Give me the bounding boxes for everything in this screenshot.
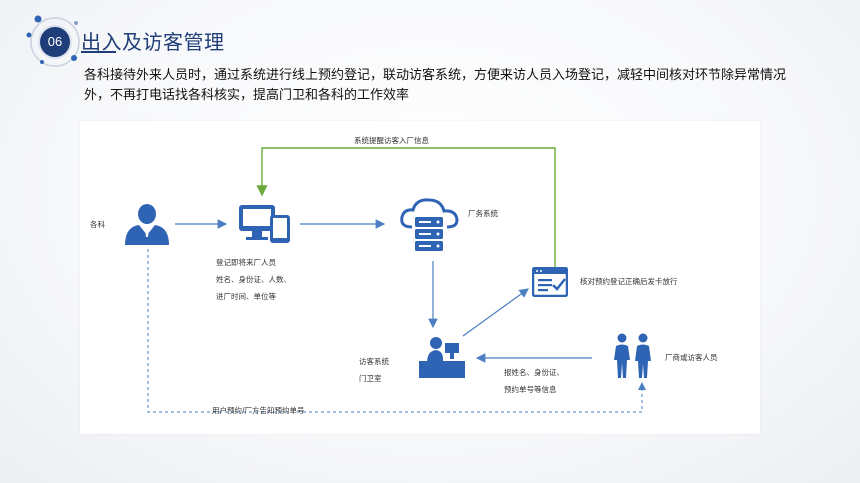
visitors-icon [614,333,651,378]
report-line: 预约单号等信息 [504,385,557,394]
verify-label: 核对预约登记正确后发卡放行 [580,277,678,286]
notify-arrow [147,249,646,413]
page-title: 出入及访客管理 [81,30,225,54]
devices-icon [239,205,290,243]
register-line: 登记即将来厂人员 [216,258,276,267]
notify-label: 用户预约/厂方告知预约单号 [212,406,305,415]
cloud-server-icon [400,198,459,251]
flow-diagram: 各科 登记即将来厂人员 姓名、身份证、人数、 进厂时间、单位等 厂务系统 系统提… [80,121,760,434]
gate-to-verify-arrow [462,288,529,337]
section-number-badge: 06 [40,27,70,57]
department-person-icon [125,204,169,245]
register-line: 姓名、身份证、人数、 [216,275,291,284]
visitor-system-text: 访客系统 门卫室 [359,353,389,387]
section-badge-decoration [0,0,120,70]
push-label: 系统提醒访客入厂信息 [354,136,429,145]
visitor-label: 厂商或访客人员 [665,353,718,362]
factory-system-label: 厂务系统 [468,209,498,218]
page-description: 各科接待外来人员时，通过系统进行线上预约登记，联动访客系统，方便来访人员入场登记… [84,68,787,103]
department-label: 各科 [90,220,105,229]
verify-checklist-icon [532,267,568,297]
flow-connectors [147,147,646,413]
push-arrow [256,147,556,269]
visitor-system-line: 访客系统 [359,357,389,366]
register-line: 进厂时间、单位等 [216,292,276,301]
report-line: 报姓名、身份证、 [504,368,564,377]
report-info-text: 报姓名、身份证、 预约单号等信息 [504,364,564,398]
visitor-system-line: 门卫室 [359,374,382,383]
register-info-text: 登记即将来厂人员 姓名、身份证、人数、 进厂时间、单位等 [216,254,291,305]
gatekeeper-desk-icon [419,337,465,378]
title-underline [81,51,116,53]
